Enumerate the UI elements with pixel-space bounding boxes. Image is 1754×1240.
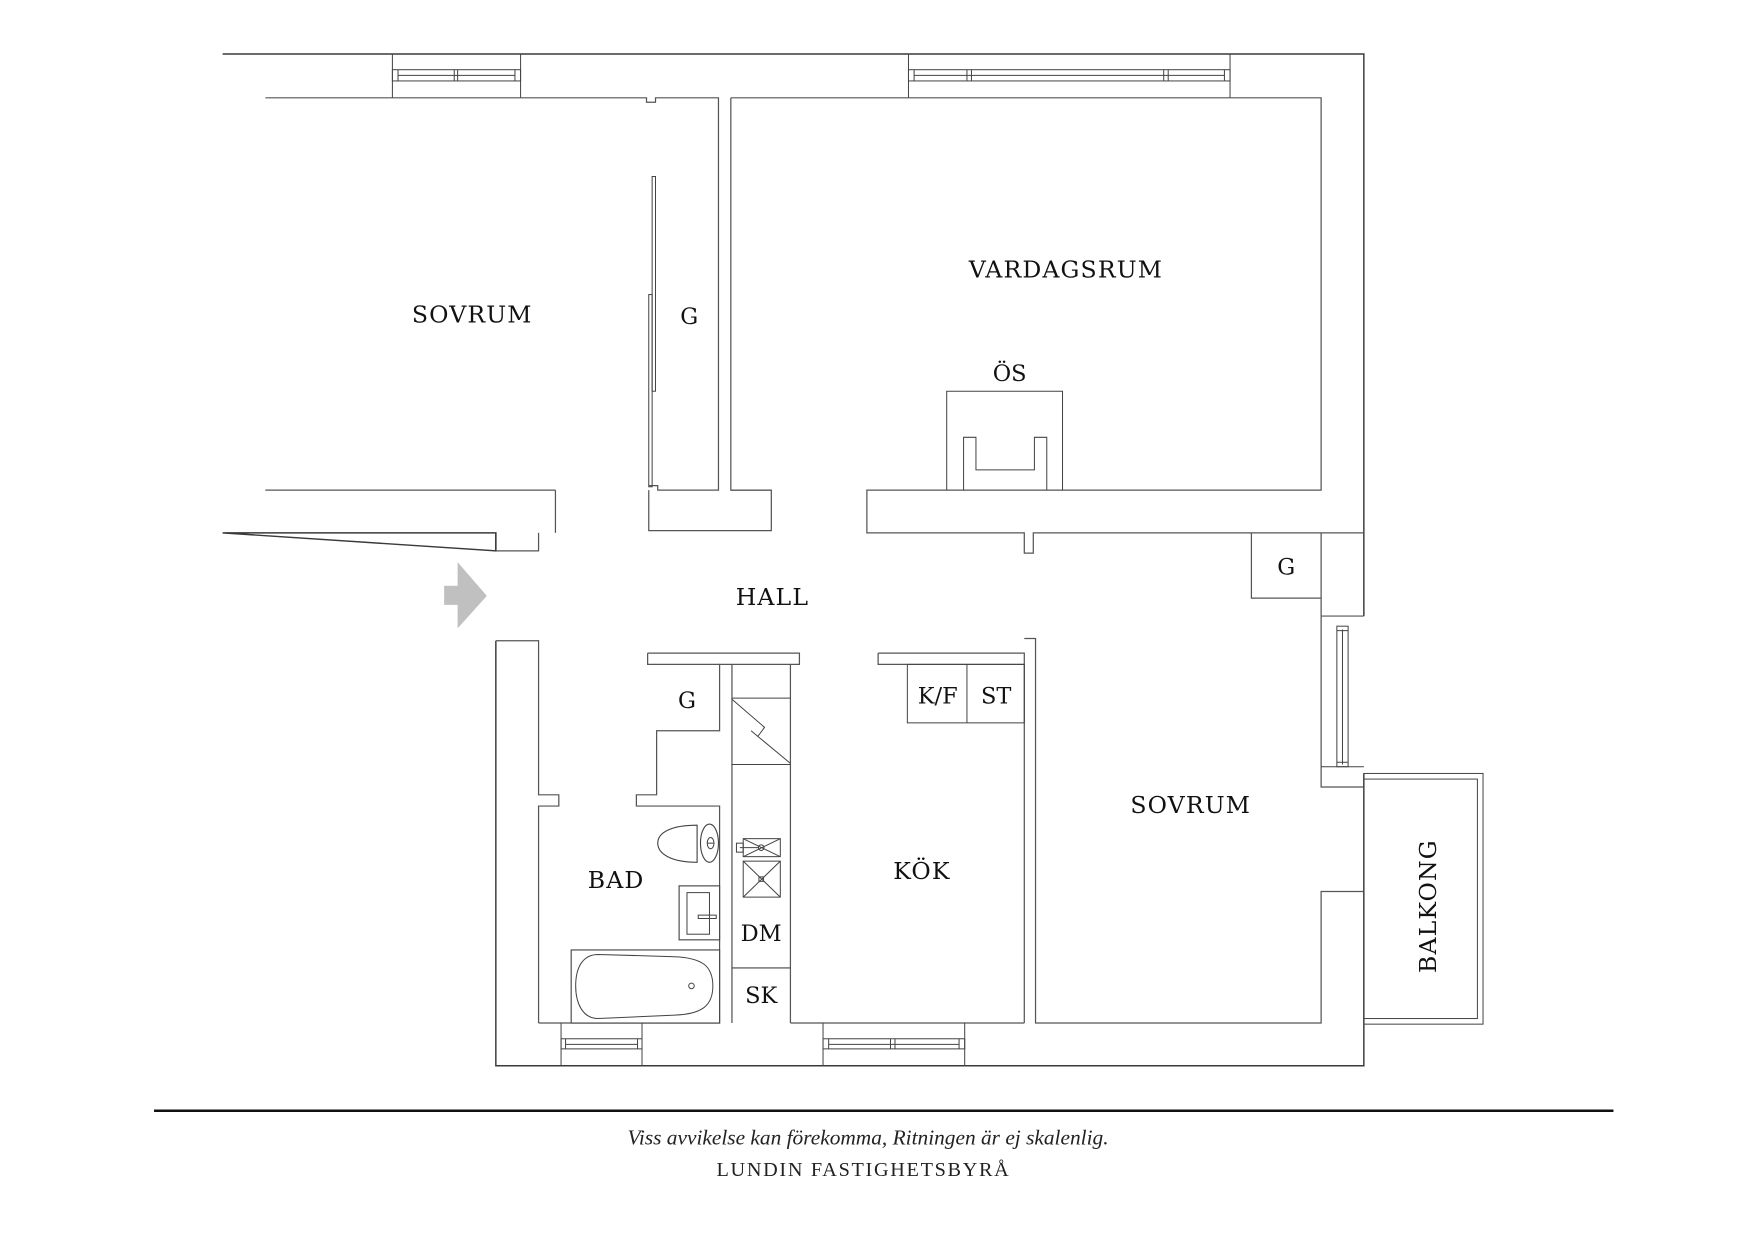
balcony-label: BALKONG [1414,839,1442,973]
toilet-icon [657,823,720,863]
closet-hall-label: G [678,688,696,714]
entrance-arrow-icon [444,562,487,629]
hall-left-walls [495,640,560,1024]
bedroom-1-label: SOVRUM [412,301,533,329]
window-right [1321,625,1364,768]
window-bottom-right [822,1023,966,1066]
window-top-left [391,53,522,98]
living-room-label: VARDAGSRUM [968,256,1163,284]
dishwasher-label: DM [741,921,782,947]
kitchen-counter-left [731,664,792,1024]
footer-disclaimer: Viss avvikelse kan förekomma, Ritningen … [627,1125,1108,1149]
outer-walls [222,53,1365,1067]
living-room-walls [730,97,1364,554]
footer-agency: LUNDIN FASTIGHETSBYRÅ [717,1159,1011,1181]
fridge-freezer-label: K/F [918,684,958,710]
tiled-stove-label: ÖS [993,360,1027,387]
bedroom-2-label: SOVRUM [1130,791,1251,819]
sink-icon [678,885,721,941]
sliding-wardrobe-doors [648,175,657,488]
balcony [1363,772,1484,1025]
bathroom-label: BAD [588,866,645,894]
cabinet-label: SK [745,983,778,1009]
closet-bedroom-2-label: G [1277,554,1295,580]
stove-label: ST [981,684,1011,710]
hall-closet-walls [538,652,801,1024]
window-bottom-left [560,1023,643,1066]
closet-bedroom-1-label: G [680,304,698,330]
tiled-stove-icon [946,390,1064,491]
bathtub-icon [570,949,721,1024]
window-top-right [907,53,1231,98]
kitchen-label: KÖK [893,856,950,885]
kitchen-walls [790,652,1025,1024]
hall-label: HALL [736,583,809,611]
bedroom-2-walls [1024,532,1364,1024]
